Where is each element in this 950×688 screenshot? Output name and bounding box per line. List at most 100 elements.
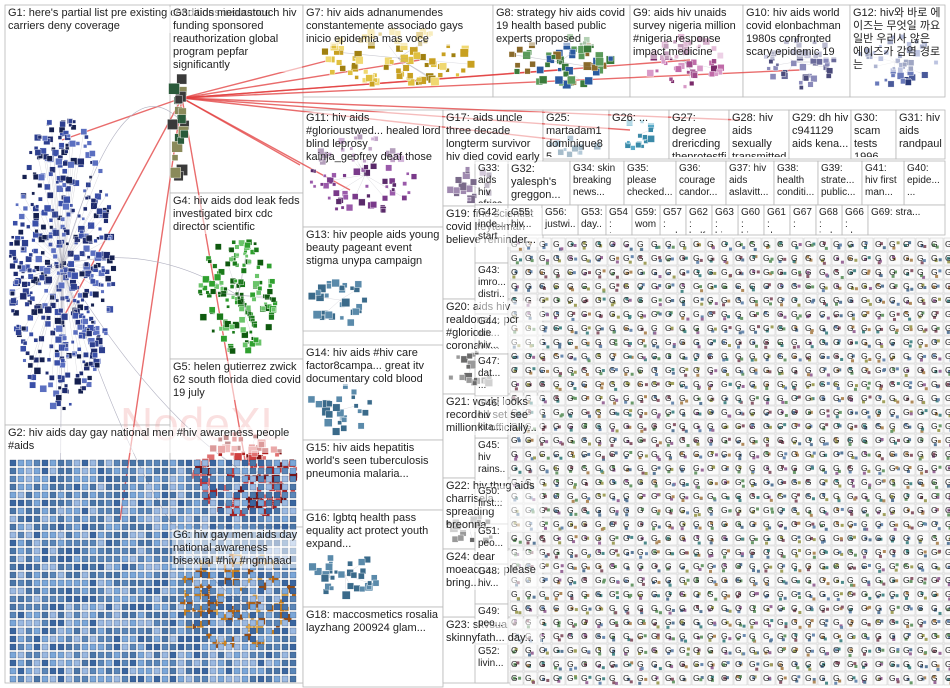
node (178, 500, 184, 506)
tile-label: G (707, 645, 714, 655)
node (138, 604, 144, 610)
node (659, 259, 662, 262)
node (671, 283, 674, 286)
node (221, 336, 227, 342)
node (338, 138, 344, 144)
node (146, 540, 152, 546)
node (26, 556, 32, 562)
node (701, 469, 704, 472)
node (82, 460, 88, 466)
node (242, 532, 248, 538)
tile-label: G (651, 267, 658, 277)
node (18, 564, 24, 570)
tile-label: G (693, 421, 700, 431)
node (242, 620, 248, 626)
node (82, 628, 88, 634)
node (74, 588, 80, 594)
tile-label: G (511, 379, 518, 389)
node (28, 274, 33, 279)
tile-label: G (511, 393, 518, 403)
node (98, 516, 104, 522)
tile-label: G (609, 323, 616, 333)
node (461, 68, 466, 73)
group-frame-g41 (862, 161, 904, 205)
node (178, 564, 184, 570)
tile-label: G (721, 281, 728, 291)
node (26, 564, 32, 570)
node (26, 580, 32, 586)
node (51, 248, 56, 253)
node (226, 604, 232, 610)
tile-label: G (581, 351, 588, 361)
node (596, 58, 604, 66)
node (644, 651, 647, 654)
tile-label: G (539, 533, 546, 543)
node (546, 652, 549, 655)
tile-label: G (595, 365, 602, 375)
node (672, 495, 675, 498)
node (178, 652, 184, 658)
node (65, 150, 69, 154)
node (875, 81, 880, 86)
node (98, 620, 104, 626)
node (332, 428, 340, 436)
node (186, 628, 192, 634)
node (65, 144, 68, 147)
node (107, 282, 111, 286)
node (648, 127, 653, 132)
node (82, 468, 88, 474)
tile-label: G (693, 589, 700, 599)
node (256, 265, 260, 269)
node (644, 331, 647, 334)
node (146, 508, 152, 514)
node (742, 485, 745, 488)
tile-label: G (525, 603, 532, 613)
tile-label: G (693, 659, 700, 669)
tile-label: G (511, 645, 518, 655)
tile-label: G (567, 323, 574, 333)
node (83, 144, 87, 148)
node (122, 508, 128, 514)
tile-label: G (553, 617, 560, 627)
node (19, 214, 25, 220)
node (18, 532, 24, 538)
tile-label: G (707, 365, 714, 375)
node (98, 476, 104, 482)
node (202, 516, 208, 522)
node (138, 612, 144, 618)
node (572, 145, 578, 151)
node (89, 362, 93, 366)
node (218, 572, 224, 578)
node (18, 476, 24, 482)
node (519, 426, 522, 429)
node (50, 660, 56, 666)
node (460, 49, 468, 57)
node (250, 532, 256, 538)
node (194, 540, 200, 546)
node (170, 548, 176, 554)
tile-label: G (735, 365, 742, 375)
tile-label: G (679, 337, 686, 347)
tile-label: G (665, 673, 672, 683)
node (42, 636, 48, 642)
node (402, 195, 407, 200)
node (290, 468, 296, 474)
node (386, 165, 392, 171)
node (439, 63, 446, 70)
node (61, 313, 68, 320)
node (130, 548, 136, 554)
tile-label: G (609, 589, 616, 599)
node (114, 532, 120, 538)
node (186, 492, 192, 498)
node (558, 68, 562, 72)
tile-label: G (735, 309, 742, 319)
node (316, 290, 321, 295)
node (274, 548, 280, 554)
node (162, 540, 168, 546)
node (250, 484, 256, 490)
tile-label: G (665, 463, 672, 473)
tile-label: G (567, 267, 574, 277)
node (146, 524, 152, 530)
tile-label: G (651, 295, 658, 305)
node (290, 508, 296, 514)
